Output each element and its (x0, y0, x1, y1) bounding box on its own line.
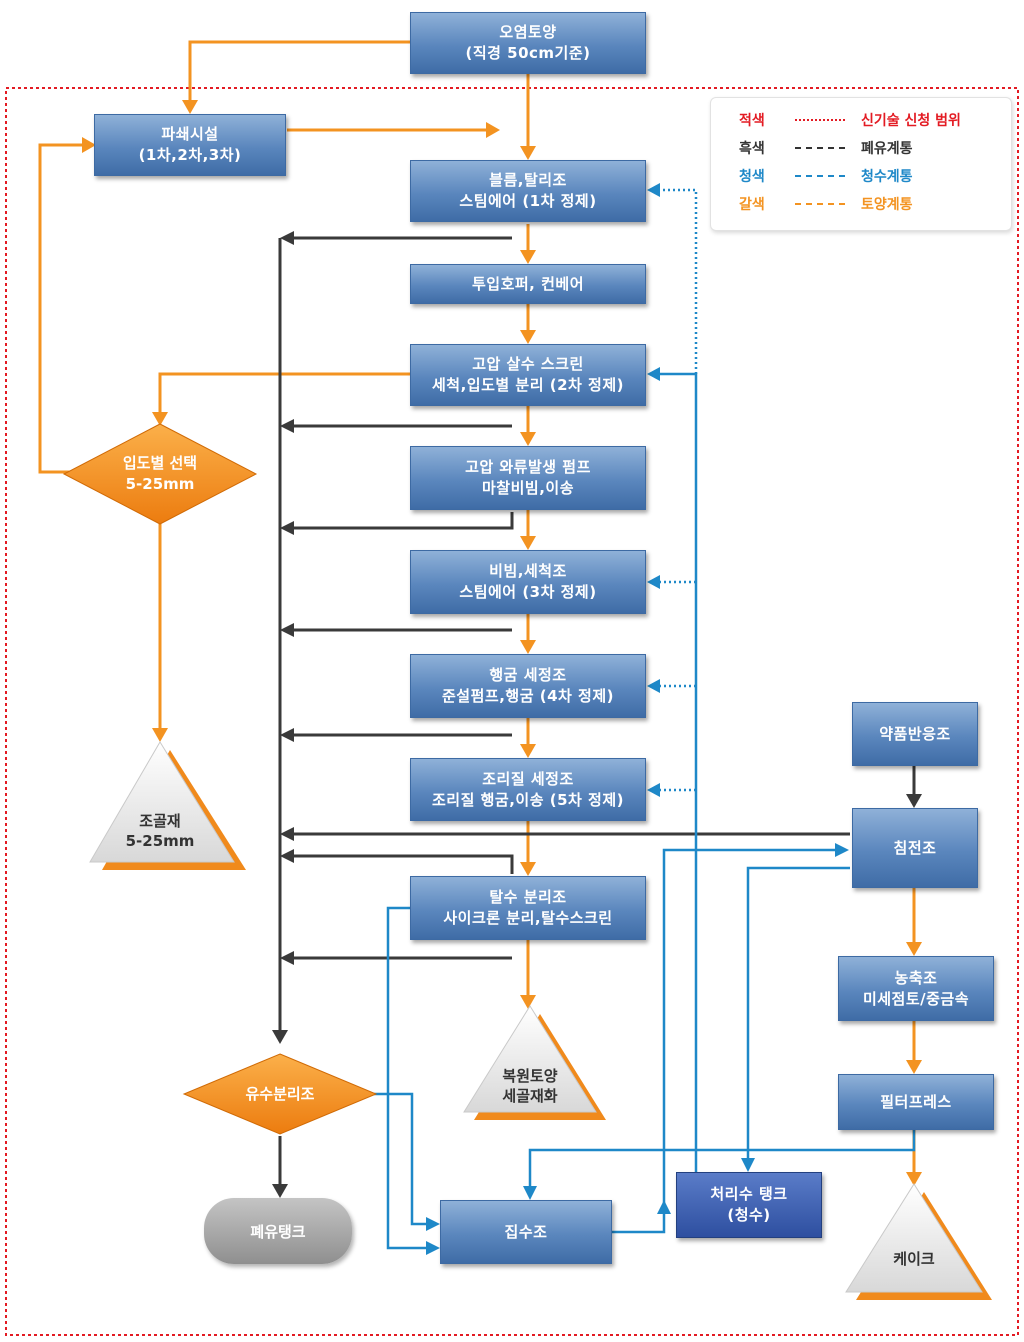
legend-black-name: 흑색 (739, 141, 765, 157)
rinse-tank-line2: 준설펌프,행굼 (4차 정제) (442, 687, 614, 705)
sedimentation-box: 침전조 (852, 808, 978, 888)
soil-lines (38, 40, 916, 1172)
dewater-line1: 탈수 분리조 (489, 888, 567, 906)
oil-separator-line1: 유수분리조 (245, 1084, 315, 1103)
soil-arrowheads (82, 100, 922, 1186)
aggregate-triangle (89, 741, 246, 870)
legend-brown-name: 갈색 (739, 197, 765, 213)
restored-soil-line2: 세골재화 (502, 1087, 558, 1105)
treated-water-tank-box: 처리수 탱크 (청수) (676, 1172, 822, 1238)
oil-separator-diamond (182, 1053, 378, 1135)
legend-blue-line (795, 175, 845, 177)
legend-box: 적색 신기술 신청 범위 흑색 폐유계통 청색 청수계통 갈색 토양계통 (710, 97, 1012, 231)
dewater-line2: 사이크론 분리,탈수스크린 (443, 909, 613, 927)
legend-blue-name: 청색 (739, 169, 765, 185)
restored-soil-line1: 복원토양 (502, 1067, 558, 1085)
thickener-box: 농축조 미세점토/중금속 (838, 956, 994, 1021)
aggregate-label: 조골재 5-25mm (100, 808, 220, 854)
trommel-line1: 블름,탈리조 (489, 171, 567, 189)
restored-soil-label: 복원토양 세골재화 (470, 1064, 590, 1108)
rinse-tank-box: 행굼 세정조 준설펌프,행굼 (4차 정제) (410, 654, 646, 718)
thickener-line2: 미세점토/중금속 (862, 989, 970, 1008)
legend-black-desc: 폐유계통 (861, 141, 913, 157)
oil-lines (278, 236, 916, 1184)
scrub-wash-box: 비빔,세척조 스팀에어 (3차 정제) (410, 550, 646, 614)
legend-black-line (795, 147, 845, 149)
filter-press-box: 필터프레스 (838, 1074, 994, 1130)
hopper-line1: 투입호퍼, 컨베어 (471, 274, 585, 293)
contaminated-soil-box: 오염토양 (직경 50cm기준) (410, 12, 646, 74)
sieve-tank-line2: 조리질 행굼,이송 (5차 정제) (431, 790, 624, 809)
hopper-box: 투입호퍼, 컨베어 (410, 264, 646, 304)
size-select-line1: 입도별 선택 (122, 454, 198, 472)
water-arrowheads (426, 183, 849, 1255)
treated-water-tank-line1: 처리수 탱크 (710, 1185, 788, 1203)
legend-row-brown: 갈색 토양계통 (711, 194, 1011, 214)
rinse-tank-line1: 행굼 세정조 (489, 666, 567, 684)
crusher-line1: 파쇄시설 (161, 125, 219, 143)
legend-row-red: 적색 신기술 신청 범위 (711, 110, 1011, 130)
scrub-wash-line1: 비빔,세척조 (489, 562, 567, 580)
crusher-line2: (1차,2차,3차) (138, 146, 242, 164)
vortex-pump-line2: 마찰비빔,이송 (482, 479, 574, 497)
legend-brown-desc: 토양계통 (861, 197, 913, 213)
contaminated-soil-line1: 오염토양 (499, 23, 557, 41)
trommel-line2: 스팀에어 (1차 정제) (459, 192, 597, 210)
vortex-pump-line1: 고압 와류발생 펌프 (465, 458, 591, 476)
trommel-box: 블름,탈리조 스팀에어 (1차 정제) (410, 160, 646, 222)
collection-tank-box: 집수조 (440, 1200, 612, 1264)
size-select-diamond (62, 423, 258, 525)
thickener-line1: 농축조 (894, 968, 938, 987)
filter-press-line1: 필터프레스 (880, 1092, 952, 1111)
hp-screen-line2: 세척,입도별 분리 (2차 정제) (431, 376, 624, 394)
contaminated-soil-line2: (직경 50cm기준) (465, 44, 591, 62)
waste-oil-tank: 폐유탱크 (204, 1198, 352, 1264)
legend-row-blue: 청색 청수계통 (711, 166, 1011, 186)
restored-soil-triangle (463, 1005, 606, 1120)
waste-oil-tank-label: 폐유탱크 (250, 1222, 306, 1241)
water-dotted-lines (660, 188, 698, 792)
oil-separator-label: 유수분리조 (184, 1074, 376, 1114)
new-tech-scope-border (5, 87, 1019, 1336)
dewater-box: 탈수 분리조 사이크론 분리,탈수스크린 (410, 876, 646, 940)
cake-triangle (845, 1183, 992, 1300)
chemical-tank-box: 약품반응조 (852, 702, 978, 766)
legend-red-line (795, 119, 845, 121)
hp-screen-line1: 고압 살수 스크린 (472, 355, 584, 373)
cake-line1: 케이크 (893, 1250, 935, 1268)
vortex-pump-box: 고압 와류발생 펌프 마찰비빔,이송 (410, 446, 646, 510)
cake-label: 케이크 (854, 1244, 974, 1274)
legend-red-name: 적색 (739, 113, 765, 129)
legend-red-desc: 신기술 신청 범위 (861, 113, 961, 129)
collection-tank-line1: 집수조 (504, 1222, 548, 1241)
hp-screen-box: 고압 살수 스크린 세척,입도별 분리 (2차 정제) (410, 344, 646, 406)
sedimentation-line1: 침전조 (893, 838, 937, 857)
crusher-box: 파쇄시설 (1차,2차,3차) (94, 114, 286, 176)
sieve-tank-box: 조리질 세정조 조리질 행굼,이송 (5차 정제) (410, 758, 646, 821)
legend-brown-line (795, 203, 845, 205)
scrub-wash-line2: 스팀에어 (3차 정제) (459, 583, 597, 601)
aggregate-line1: 조골재 (139, 812, 181, 830)
chemical-tank-line1: 약품반응조 (879, 724, 951, 743)
size-select-label: 입도별 선택 5-25mm (64, 444, 256, 504)
oil-arrowheads (272, 231, 922, 1198)
treated-water-tank-line2: (청수) (727, 1206, 771, 1224)
sieve-tank-line1: 조리질 세정조 (482, 769, 574, 788)
size-select-line2: 5-25mm (125, 475, 195, 493)
aggregate-line2: 5-25mm (125, 832, 195, 850)
legend-row-black: 흑색 폐유계통 (711, 138, 1011, 158)
legend-blue-desc: 청수계통 (861, 169, 913, 185)
